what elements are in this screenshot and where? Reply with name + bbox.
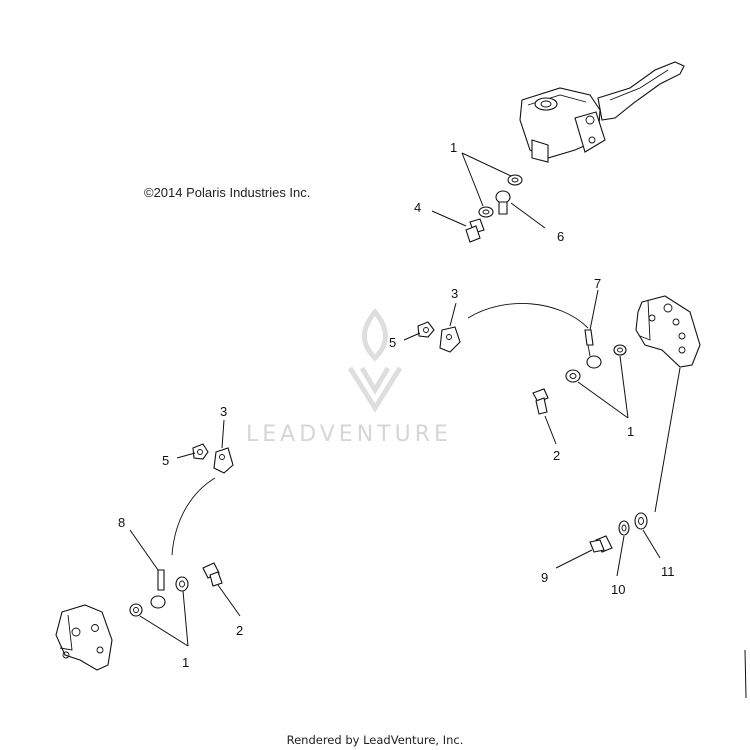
callout-left-clip-3: 3: [220, 404, 227, 419]
callout-right-bolt-2: 2: [553, 448, 560, 463]
callout-washer-10: 10: [611, 582, 625, 597]
left-brake-line: [171, 477, 216, 556]
callout-master-bolt-4: 4: [414, 200, 421, 215]
brake-lever: [597, 61, 685, 121]
left-washer-b: [175, 576, 189, 592]
callout-right-clip-3: 3: [451, 286, 458, 301]
callout-left-hose-8: 8: [118, 515, 125, 530]
callout-master-fitting-6: 6: [557, 229, 564, 244]
bracket-washer-small: [618, 520, 630, 536]
right-caliper-bolt: [532, 388, 549, 415]
left-nut: [192, 443, 209, 460]
master-fitting: [495, 190, 511, 215]
callout-left-nut-5: 5: [162, 453, 169, 468]
right-brake-line: [467, 303, 589, 329]
callout-left-washers-1: 1: [182, 655, 189, 670]
callout-master-washer-1: 1: [450, 140, 457, 155]
right-washer-a: [565, 369, 581, 383]
master-washer-lower: [478, 206, 494, 218]
left-caliper-bolt: [202, 562, 223, 587]
right-washer-b: [613, 344, 627, 356]
footer-text: Rendered by LeadVenture, Inc.: [286, 733, 464, 747]
copyright-text: ©2014 Polaris Industries Inc.: [144, 185, 311, 200]
left-washer-a: [129, 603, 143, 617]
callout-right-nut-5: 5: [389, 335, 396, 350]
callout-washer-11: 11: [661, 564, 675, 579]
right-caliper: [635, 295, 701, 368]
bracket-washer-large: [634, 512, 648, 530]
edge-mark: [744, 649, 747, 699]
callout-right-hose-7: 7: [594, 276, 601, 291]
master-cylinder: [519, 87, 606, 163]
callout-bolt-9: 9: [541, 570, 548, 585]
watermark-text: LEADVENTURE: [246, 422, 452, 447]
master-washer-top: [507, 174, 523, 186]
callout-right-washers-1: 1: [627, 424, 634, 439]
left-hose-fitting: [150, 569, 166, 609]
bracket-bolt: [589, 535, 613, 553]
left-clip: [213, 447, 234, 474]
left-caliper: [55, 604, 113, 671]
master-banjo-bolt: [465, 218, 485, 243]
callout-left-bolt-2: 2: [236, 623, 243, 638]
right-clip: [439, 326, 461, 353]
right-nut: [417, 321, 435, 338]
right-hose-fitting: [584, 329, 602, 369]
watermark-logo-icon: [347, 308, 403, 413]
